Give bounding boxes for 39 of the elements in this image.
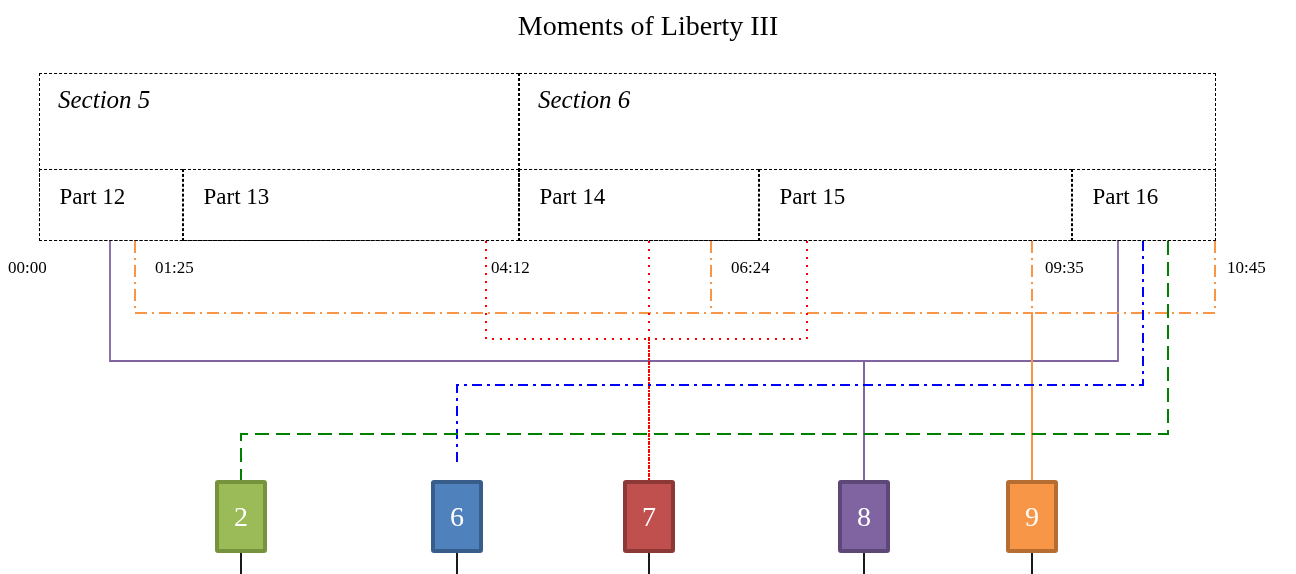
part-title: Part 15 <box>779 183 846 210</box>
tick-line <box>240 552 242 574</box>
box-number: 2 <box>234 500 248 533</box>
time-label: 09:35 <box>1045 258 1084 278</box>
part-title: Part 12 <box>59 183 126 210</box>
part-box <box>518 168 759 241</box>
numbered-box <box>215 480 267 553</box>
time-label: 04:12 <box>491 258 530 278</box>
time-label: 06:24 <box>731 258 770 278</box>
section-title: Section 5 <box>58 86 151 114</box>
section-box <box>39 73 519 241</box>
numbered-box <box>1006 480 1058 553</box>
numbered-box <box>623 480 675 553</box>
part-box <box>38 168 183 241</box>
tick-line <box>456 552 458 574</box>
section-box <box>519 73 1216 241</box>
part-box <box>758 168 1072 241</box>
time-label: 10:45 <box>1227 258 1266 278</box>
connector-line <box>863 240 1119 481</box>
time-label: 01:25 <box>155 258 194 278</box>
box-number: 7 <box>642 500 656 533</box>
numbered-box <box>431 480 483 553</box>
part-title: Part 13 <box>203 183 270 210</box>
diagram-title: Moments of Liberty III <box>516 10 780 42</box>
tick-line <box>863 552 865 574</box>
tick-line <box>648 552 650 574</box>
part-title: Part 16 <box>1092 183 1159 210</box>
section-title: Section 6 <box>538 86 631 114</box>
box-number: 9 <box>1025 500 1039 533</box>
tick-line <box>1031 552 1033 574</box>
part-box <box>182 168 519 241</box>
part-box <box>1071 168 1216 241</box>
box-number: 6 <box>450 500 464 533</box>
box-number: 8 <box>857 500 871 533</box>
numbered-box <box>838 480 890 553</box>
connector-line <box>485 240 650 481</box>
part-title: Part 14 <box>539 183 606 210</box>
connector-line <box>240 240 1169 481</box>
time-label: 00:00 <box>8 258 47 278</box>
